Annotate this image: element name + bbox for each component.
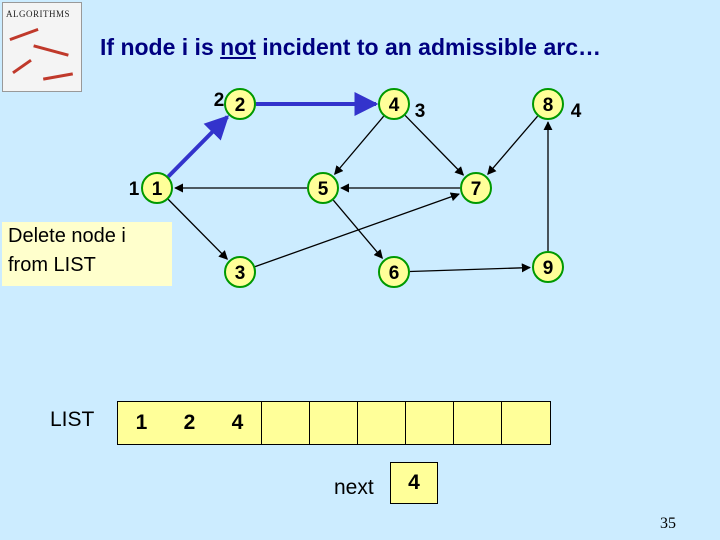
edge-6-9 xyxy=(409,263,531,273)
book-cover-logo: ALGORITHMS xyxy=(2,2,82,92)
note-line-1: Delete node i xyxy=(8,225,126,247)
node-circle-9 xyxy=(532,251,564,283)
list-cell xyxy=(262,402,310,444)
edges-layer xyxy=(166,92,553,273)
node-circle-1 xyxy=(141,172,173,204)
title-after: incident to an admissible arc… xyxy=(255,34,601,60)
node-3: 3 xyxy=(224,256,256,288)
edge-5-6 xyxy=(332,199,383,259)
next-label: next xyxy=(334,476,374,499)
edge-1-2 xyxy=(166,115,230,179)
delete-node-note: Delete node i from LIST xyxy=(2,222,172,286)
distance-label-8: 4 xyxy=(571,101,582,122)
page-number: 35 xyxy=(660,515,676,532)
node-label-1: 1 xyxy=(152,179,163,200)
node-8: 8 xyxy=(532,88,564,120)
node-5: 5 xyxy=(307,172,339,204)
node-label-9: 9 xyxy=(543,258,554,279)
list-cell xyxy=(358,402,406,444)
list-cell xyxy=(502,402,550,444)
title-before: If node i is xyxy=(100,34,221,60)
list-cell: 2 xyxy=(166,402,214,444)
note-line-2: from LIST xyxy=(8,254,96,276)
node-4: 4 xyxy=(378,88,410,120)
node-circle-2 xyxy=(224,88,256,120)
list-cell xyxy=(406,402,454,444)
edge-8-7 xyxy=(487,115,539,176)
slide-title: If node i is not incident to an admissib… xyxy=(100,34,601,61)
node-circle-5 xyxy=(307,172,339,204)
node-6: 6 xyxy=(378,256,410,288)
next-pointer-box: 4 xyxy=(390,462,438,504)
distance-label-2: 2 xyxy=(214,90,225,111)
edge-1-3 xyxy=(167,198,228,260)
list-cell xyxy=(310,402,358,444)
node-label-8: 8 xyxy=(543,95,554,116)
list-cell xyxy=(454,402,502,444)
title-emphasis: not xyxy=(220,34,256,60)
node-label-4: 4 xyxy=(389,95,400,116)
node-circle-3 xyxy=(224,256,256,288)
edge-4-7 xyxy=(404,114,465,176)
list-cell: 4 xyxy=(214,402,262,444)
node-circle-4 xyxy=(378,88,410,120)
node-label-7: 7 xyxy=(471,179,482,200)
edge-4-5 xyxy=(334,115,385,175)
node-circle-6 xyxy=(378,256,410,288)
node-label-6: 6 xyxy=(389,263,400,284)
node-2: 2 xyxy=(224,88,256,120)
list-cell: 1 xyxy=(118,402,166,444)
distance-label-4: 3 xyxy=(415,101,426,122)
logo-text: ALGORITHMS xyxy=(6,9,71,19)
node-9: 9 xyxy=(532,251,564,283)
distance-label-1: 1 xyxy=(129,179,140,200)
edge-3-7 xyxy=(254,192,460,268)
node-label-5: 5 xyxy=(318,179,329,200)
node-1: 1 xyxy=(141,172,173,204)
node-label-2: 2 xyxy=(235,95,246,116)
list-label: LIST xyxy=(50,408,95,431)
node-label-3: 3 xyxy=(235,263,246,284)
node-circle-8 xyxy=(532,88,564,120)
node-7: 7 xyxy=(460,172,492,204)
node-circle-7 xyxy=(460,172,492,204)
